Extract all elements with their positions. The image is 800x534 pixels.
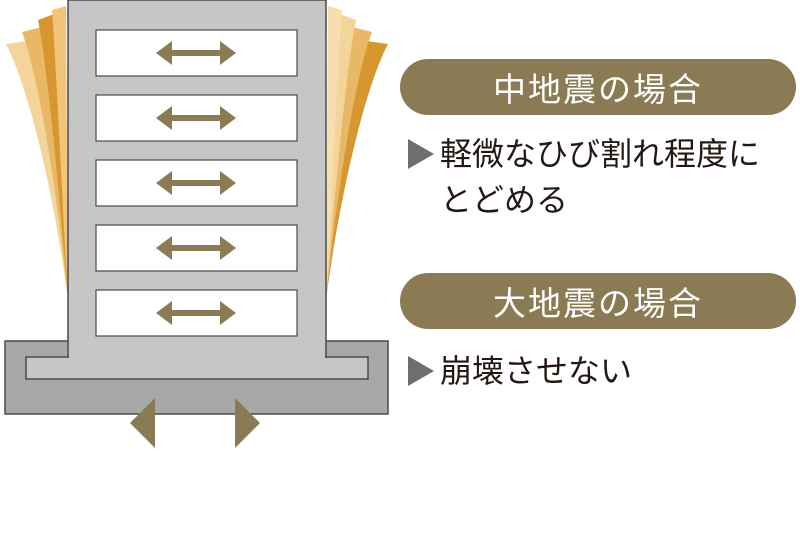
floor-1 [95, 29, 298, 77]
double-headed-arrow-icon [156, 106, 236, 130]
major-quake-heading-text: 大地震の場合 [493, 284, 703, 323]
moderate-quake-bullet-text: 軽微なひび割れ程度に とどめる [408, 131, 800, 223]
double-headed-arrow-icon [156, 236, 236, 260]
major-quake-bullet-text: 崩壊させない [408, 348, 800, 394]
ground-shake-arrow-icon [130, 398, 260, 448]
major-quake-bullet: 崩壊させない [408, 348, 800, 394]
floor-5 [95, 289, 298, 337]
building-diagram [4, 0, 389, 448]
moderate-quake-heading-text: 中地震の場合 [493, 70, 703, 109]
double-headed-arrow-icon [156, 171, 236, 195]
double-headed-arrow-icon [156, 41, 236, 65]
moderate-quake-bullet-line1: 軽微なひび割れ程度に [440, 135, 761, 173]
triangle-bullet-icon [408, 139, 434, 169]
major-quake-bullet-line1: 崩壊させない [440, 352, 633, 390]
major-quake-heading: 大地震の場合 [400, 273, 796, 329]
sway-fan-right [326, 6, 388, 300]
double-headed-arrow-icon [156, 301, 236, 325]
floor-3 [95, 159, 298, 207]
moderate-quake-bullet: 軽微なひび割れ程度に とどめる [408, 131, 800, 223]
moderate-quake-bullet-line2: とどめる [440, 181, 569, 219]
sway-fan-left [6, 6, 68, 300]
floor-4 [95, 224, 298, 272]
triangle-bullet-icon [408, 356, 434, 386]
floor-2 [95, 94, 298, 142]
moderate-quake-heading: 中地震の場合 [400, 59, 796, 115]
